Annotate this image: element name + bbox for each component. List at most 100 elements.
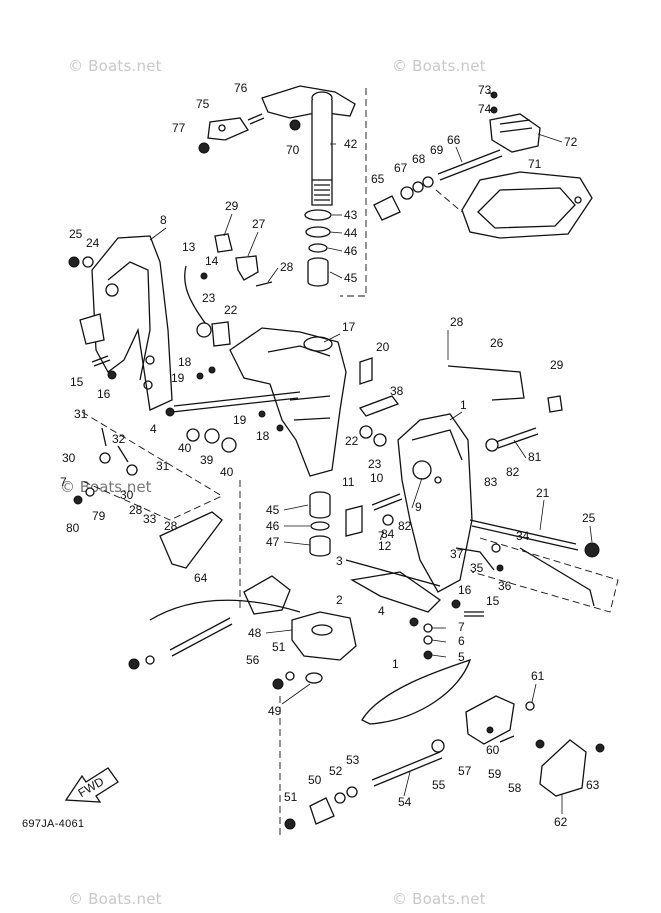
bushing-44	[305, 226, 331, 238]
callout-37: 37	[450, 547, 464, 561]
callout-5: 5	[458, 650, 465, 664]
callout-labels: 73 74 72 66 69 68 67 71 65 76 75 77 70 4…	[60, 81, 600, 829]
callout-40: 40	[178, 441, 192, 455]
callout-49: 49	[268, 704, 282, 718]
washer-84	[382, 514, 394, 526]
washer-23	[196, 322, 212, 338]
callout-51b: 51	[284, 790, 298, 804]
plate-28	[159, 511, 223, 569]
callout-36: 36	[498, 579, 512, 593]
callout-63: 63	[586, 778, 600, 792]
callout-64: 64	[194, 571, 208, 585]
callout-21: 21	[536, 486, 550, 500]
callout-7b: 7	[378, 529, 385, 543]
callout-29: 29	[225, 199, 239, 213]
link-64	[243, 575, 291, 615]
bushing-35	[491, 543, 501, 553]
callout-22b: 22	[345, 434, 359, 448]
callout-39: 39	[200, 453, 214, 467]
washer-7	[423, 623, 433, 633]
guide-plate	[435, 189, 463, 213]
callout-82b: 82	[398, 519, 412, 533]
callout-22: 22	[224, 303, 238, 317]
rod-link	[169, 617, 233, 657]
cable-tube	[149, 599, 301, 621]
bushing-40a	[186, 428, 200, 442]
nut-18a	[208, 366, 216, 374]
leader-lines	[149, 91, 593, 814]
bushing-47	[309, 535, 331, 557]
lower-bracket-48	[291, 611, 357, 661]
callout-74: 74	[478, 102, 492, 116]
callout-25b: 25	[582, 511, 596, 525]
callout-52: 52	[329, 764, 343, 778]
callout-34: 34	[516, 529, 530, 543]
watermark-top-left: © Boats.net	[68, 57, 162, 75]
callout-82: 82	[506, 465, 520, 479]
callout-40b: 40	[220, 465, 234, 479]
callout-18: 18	[178, 355, 192, 369]
link-37	[455, 547, 495, 571]
washer-6	[423, 635, 433, 645]
callout-17: 17	[342, 320, 356, 334]
grommet-65	[373, 195, 401, 221]
callout-43: 43	[344, 208, 358, 222]
bolt-59	[499, 735, 515, 743]
callout-46: 46	[344, 244, 358, 258]
washer-51	[285, 671, 295, 681]
callout-1: 1	[460, 398, 467, 412]
oring-46	[308, 243, 328, 253]
callout-61: 61	[531, 669, 545, 683]
nut-56	[272, 678, 284, 690]
callout-31b: 31	[156, 459, 170, 473]
watermark-middle: © Boats.net	[60, 478, 152, 496]
callout-35: 35	[470, 561, 484, 575]
callout-38: 38	[390, 384, 404, 398]
callout-19: 19	[171, 371, 185, 385]
oring-46b	[310, 521, 330, 531]
callout-42: 42	[344, 137, 358, 151]
callout-8: 8	[160, 213, 167, 227]
callout-28c: 28	[129, 503, 143, 517]
watermark-bottom-right: © Boats.net	[392, 890, 486, 908]
rod-34	[519, 547, 595, 607]
nut-36	[496, 564, 504, 572]
screw-63	[595, 743, 605, 753]
fwd-arrow-icon: FWD	[64, 767, 119, 803]
guide-steering	[340, 88, 367, 297]
callout-62: 62	[554, 815, 568, 829]
callout-47: 47	[266, 535, 280, 549]
callout-31: 31	[74, 407, 88, 421]
bushing-22	[211, 321, 231, 347]
callout-58: 58	[508, 781, 522, 795]
callout-70: 70	[286, 143, 300, 157]
mount-plate-71	[461, 171, 593, 239]
cap-29b	[547, 395, 563, 413]
callout-29b: 29	[550, 358, 564, 372]
nut-25	[68, 256, 80, 268]
oring-49	[305, 672, 323, 684]
callout-6: 6	[458, 634, 465, 648]
bolt-26	[447, 365, 525, 401]
callout-72: 72	[564, 135, 578, 149]
nut-4a	[165, 407, 175, 417]
washer-24	[82, 256, 94, 268]
callout-75: 75	[196, 97, 210, 111]
callout-46b: 46	[266, 519, 280, 533]
cover-62	[539, 739, 587, 797]
clamp-bracket-1	[397, 413, 473, 593]
bushing-45b	[309, 491, 331, 519]
washer-82	[485, 438, 499, 452]
callout-65: 65	[371, 172, 385, 186]
callout-76: 76	[234, 81, 248, 95]
callout-59: 59	[488, 767, 502, 781]
callout-1b: 1	[392, 657, 399, 671]
callout-44: 44	[344, 226, 358, 240]
swivel-bracket-17	[229, 327, 347, 477]
callout-50: 50	[308, 773, 322, 787]
callout-16b: 16	[458, 583, 472, 597]
callout-25: 25	[69, 227, 83, 241]
nut-16b	[451, 599, 461, 609]
plate-20	[359, 357, 373, 385]
callout-7c: 7	[458, 620, 465, 634]
